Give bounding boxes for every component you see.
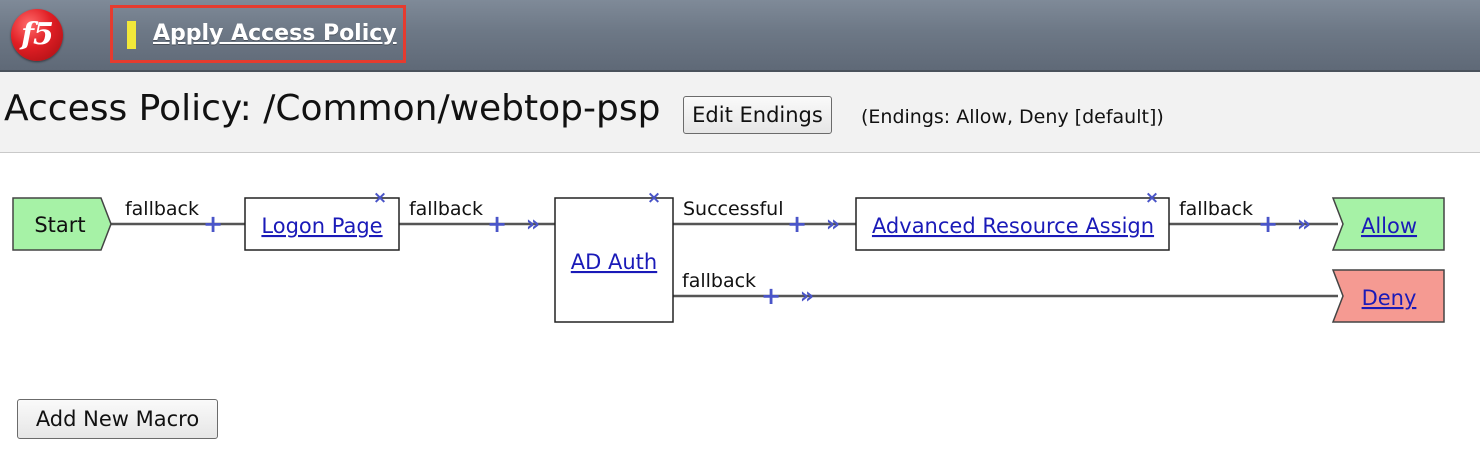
add-item-icon[interactable]: + (761, 282, 781, 310)
logon-page-label[interactable]: Logon Page (261, 214, 382, 238)
endings-note: (Endings: Allow, Deny [default]) (861, 106, 1164, 128)
branch-label-start: fallback (125, 198, 199, 220)
connector-lines (110, 222, 1338, 298)
delete-node-icon[interactable]: × (373, 188, 387, 208)
logon-page-link[interactable]: Logon Page (261, 214, 382, 238)
allow-ending-shape (1331, 197, 1445, 251)
logon-page-node: Logon Page × (244, 188, 400, 251)
deny-ending-link[interactable]: Deny (1362, 286, 1417, 310)
insert-arrow-icon[interactable]: » (826, 212, 840, 237)
apply-access-policy-highlight: Apply Access Policy (110, 5, 406, 63)
apply-access-policy-link[interactable]: Apply Access Policy (153, 21, 397, 46)
ad-auth-box (554, 197, 674, 323)
top-bar: f5 Apply Access Policy (0, 0, 1480, 72)
branch-label-ad-fallback: fallback (682, 270, 756, 292)
ad-auth-node: AD Auth × (554, 188, 674, 323)
delete-node-icon[interactable]: × (1145, 188, 1159, 208)
add-item-icon[interactable]: + (787, 210, 807, 238)
start-node-shape (12, 197, 112, 251)
resource-assign-box (855, 197, 1170, 251)
resource-assign-node: Advanced Resource Assign × (855, 188, 1170, 251)
branch-label-resource: fallback (1179, 198, 1253, 220)
allow-ending-link[interactable]: Allow (1361, 214, 1417, 238)
add-item-icon[interactable]: + (1258, 210, 1278, 238)
delete-node-icon[interactable]: × (647, 188, 661, 208)
insert-arrow-icon[interactable]: » (526, 212, 540, 237)
branch-label-logon: fallback (409, 198, 483, 220)
insert-arrow-icon[interactable]: » (1297, 212, 1311, 237)
policy-title-bar: Access Policy: /Common/webtop-psp Edit E… (0, 72, 1480, 153)
logon-page-box (244, 197, 400, 251)
add-item-icon[interactable]: + (487, 210, 507, 238)
start-label: Start (34, 213, 85, 237)
resource-assign-link[interactable]: Advanced Resource Assign (872, 214, 1154, 238)
deny-ending: Deny (1331, 269, 1445, 323)
pending-changes-flag-icon (127, 21, 136, 49)
ad-auth-label[interactable]: AD Auth (571, 250, 657, 274)
policy-flow-diagram: Start fallback fallback Successful fallb… (12, 188, 1445, 323)
deny-ending-shape (1331, 269, 1445, 323)
ad-auth-link[interactable]: AD Auth (571, 250, 657, 274)
page-title: Access Policy: /Common/webtop-psp (4, 88, 661, 129)
edit-endings-button[interactable]: Edit Endings (683, 96, 832, 134)
add-item-icon[interactable]: + (203, 210, 223, 238)
f5-logo: f5 (11, 9, 63, 61)
start-node: Start (12, 197, 112, 251)
branch-label-successful: Successful (683, 198, 784, 220)
add-new-macro-button[interactable]: Add New Macro (17, 399, 218, 439)
allow-ending-label[interactable]: Allow (1361, 214, 1417, 238)
allow-ending: Allow (1331, 197, 1445, 251)
resource-assign-label[interactable]: Advanced Resource Assign (872, 214, 1154, 238)
deny-ending-label[interactable]: Deny (1362, 286, 1417, 310)
insert-arrow-icon[interactable]: » (800, 284, 814, 309)
